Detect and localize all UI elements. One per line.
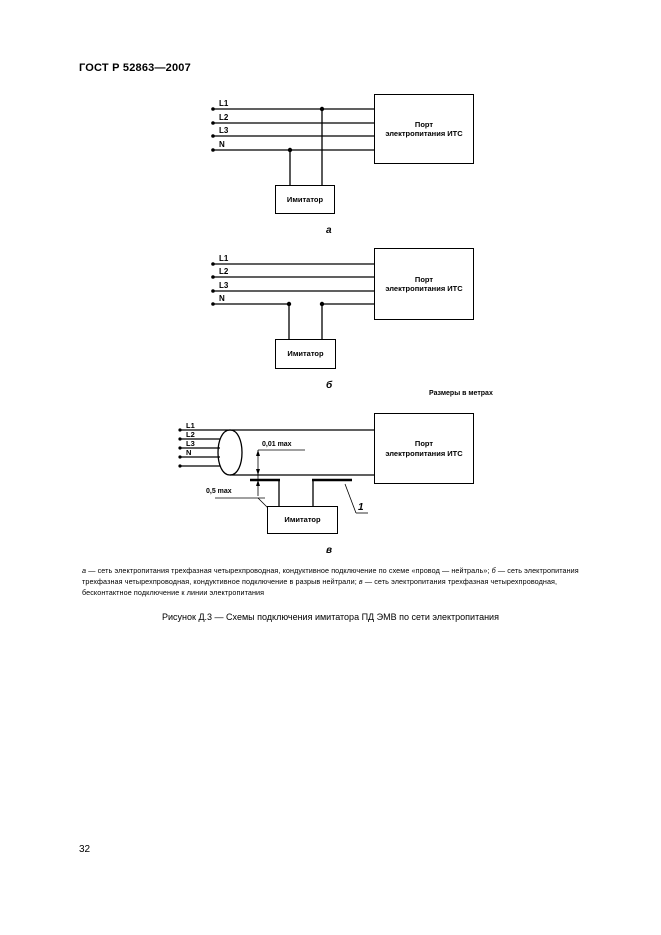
line-label-l2: L2 bbox=[219, 267, 229, 276]
note-letter-b: б bbox=[491, 566, 496, 575]
port-box-b: Порт электропитания ИТС bbox=[374, 248, 474, 320]
note-text-c: — сеть электропитания трехфазная четырех… bbox=[82, 577, 558, 597]
item-number-label: 1 bbox=[358, 502, 364, 513]
line-label-l1: L1 bbox=[219, 254, 229, 263]
note-text-a: — сеть электропитания трехфазная четырех… bbox=[86, 566, 492, 575]
line-label-l3: L3 bbox=[219, 126, 229, 135]
line-label-l1: L1 bbox=[186, 421, 195, 430]
page-number: 32 bbox=[79, 844, 91, 855]
document-header: ГОСТ Р 52863—2007 bbox=[79, 62, 191, 74]
line-label-l3: L3 bbox=[219, 281, 229, 290]
line-label-n: N bbox=[219, 140, 225, 149]
port-label-line1: Порт bbox=[414, 274, 434, 284]
diagram-caption-a: а bbox=[326, 225, 332, 236]
imitator-label: Имитатор bbox=[287, 349, 324, 359]
line-label-l2: L2 bbox=[186, 430, 195, 439]
line-label-l2: L2 bbox=[219, 113, 229, 122]
line-label-n: N bbox=[219, 294, 225, 303]
line-label-l1: L1 bbox=[219, 99, 229, 108]
port-box-c: Порт электропитания ИТС bbox=[374, 413, 474, 484]
port-box-a: Порт электропитания ИТС bbox=[374, 94, 474, 164]
dimension-label-001: 0,01 max bbox=[262, 441, 292, 448]
note-text-b: — сеть электропитания трехфазная четырех… bbox=[82, 566, 579, 586]
line-label-l3: L3 bbox=[186, 439, 195, 448]
imitator-box-b: Имитатор bbox=[275, 339, 336, 369]
imitator-label: Имитатор bbox=[284, 515, 321, 525]
line-label-n: N bbox=[186, 448, 192, 457]
port-label-line1: Порт bbox=[414, 119, 434, 129]
port-label-line2: электропитания ИТС bbox=[385, 129, 463, 138]
port-label-line2: электропитания ИТС bbox=[385, 284, 463, 293]
dimensions-note: Размеры в метрах bbox=[429, 390, 493, 397]
diagram-caption-c: в bbox=[326, 545, 333, 556]
imitator-label: Имитатор bbox=[286, 194, 324, 204]
imitator-box-a: Имитатор bbox=[275, 185, 335, 214]
port-label-line2: электропитания ИТС bbox=[385, 448, 463, 458]
figure-caption: Рисунок Д.3 — Схемы подключения имитатор… bbox=[162, 612, 499, 622]
imitator-box-c: Имитатор bbox=[267, 506, 338, 534]
diagram-caption-b: б bbox=[326, 380, 333, 391]
note-letter-c: в bbox=[358, 577, 363, 586]
port-label-line1: Порт bbox=[414, 439, 434, 449]
figure-note: а — сеть электропитания трехфазная четыр… bbox=[82, 565, 582, 598]
note-letter-a: а bbox=[82, 566, 87, 575]
dimension-label-05: 0,5 max bbox=[206, 488, 232, 495]
